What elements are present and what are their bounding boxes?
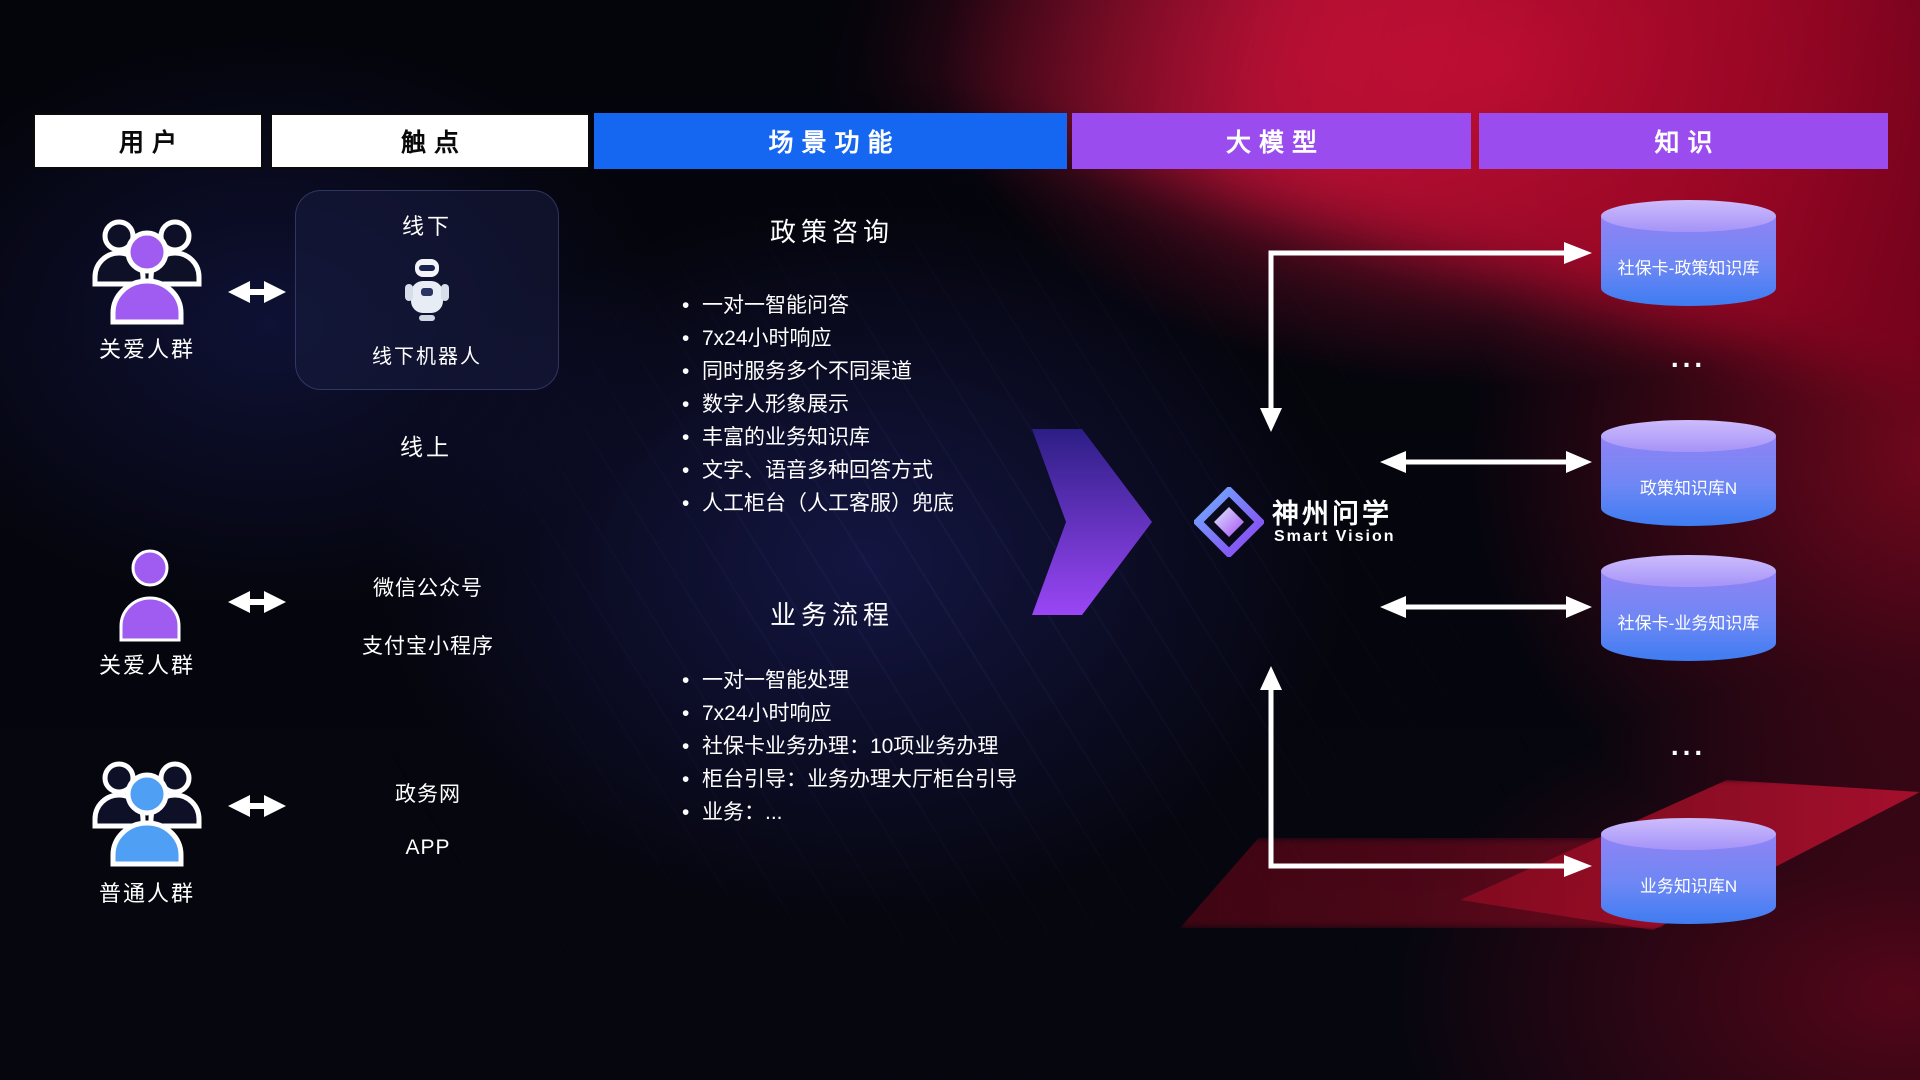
header-model: 大模型 — [1072, 113, 1471, 169]
business-process-title: 业务流程 — [769, 600, 894, 630]
robot-icon — [405, 258, 449, 321]
header-users: 用户 — [33, 113, 263, 169]
list-item: 业务：... — [676, 796, 1116, 829]
online-title: 线上 — [400, 434, 452, 460]
knowledge-ellipsis: ... — [1670, 342, 1707, 373]
smart-vision-logo-icon — [1194, 487, 1264, 557]
knowledge-db-label: 社保卡-业务知识库 — [1617, 613, 1760, 633]
header-scenarios: 场景功能 — [594, 113, 1067, 169]
list-item: 一对一智能问答 — [676, 289, 1116, 322]
knowledge-ellipsis: ... — [1670, 730, 1707, 761]
knowledge-db-policy-ssc: 社保卡-政策知识库 — [1601, 200, 1776, 312]
list-item: 7x24小时响应 — [676, 322, 1116, 355]
channel-alipay: 支付宝小程序 — [362, 635, 494, 658]
database-cylinder-icon — [1601, 555, 1776, 587]
policy-consult-title: 政策咨询 — [769, 217, 894, 247]
database-cylinder-icon — [1601, 420, 1776, 452]
offline-title: 线下 — [401, 214, 452, 239]
list-item: 一对一智能处理 — [676, 664, 1116, 697]
model-name: 神州问学 — [1272, 499, 1392, 529]
list-item: 7x24小时响应 — [676, 697, 1116, 730]
list-item: 社保卡业务办理：10项业务办理 — [676, 730, 1116, 763]
knowledge-db-label: 业务知识库N — [1639, 876, 1738, 896]
list-item: 数字人形象展示 — [676, 388, 1116, 421]
list-item: 人工柜台（人工客服）兜底 — [676, 487, 1116, 520]
single-person-purple-icon — [119, 549, 181, 642]
header-knowledge: 知识 — [1479, 113, 1888, 169]
list-item: 同时服务多个不同渠道 — [676, 355, 1116, 388]
database-cylinder-icon — [1601, 818, 1776, 850]
list-item: 柜台引导：业务办理大厅柜台引导 — [676, 763, 1116, 796]
knowledge-db-business-ssc: 社保卡-业务知识库 — [1601, 555, 1776, 667]
group-people-blue-icon — [92, 761, 202, 867]
knowledge-db-label: 社保卡-政策知识库 — [1617, 258, 1760, 278]
user-group-label: 关爱人群 — [98, 337, 195, 362]
list-item: 文字、语音多种回答方式 — [676, 454, 1116, 487]
database-cylinder-icon — [1601, 200, 1776, 232]
channel-app: APP — [405, 836, 451, 859]
business-feature-list: 一对一智能处理 7x24小时响应 社保卡业务办理：10项业务办理 柜台引导：业务… — [676, 664, 1116, 829]
offline-touchpoint-card: 线下 线下机器人 — [295, 190, 559, 390]
channel-gov-web: 政务网 — [395, 783, 461, 806]
knowledge-db-label: 政策知识库N — [1639, 478, 1738, 498]
user-group-label: 普通人群 — [98, 881, 195, 906]
header-touchpoints: 触点 — [270, 113, 590, 169]
knowledge-db-policy-n: 政策知识库N — [1601, 420, 1776, 532]
list-item: 丰富的业务知识库 — [676, 421, 1116, 454]
user-group-label: 关爱人群 — [98, 653, 195, 678]
model-subtitle: Smart Vision — [1274, 528, 1396, 545]
knowledge-db-business-n: 业务知识库N — [1601, 818, 1776, 930]
offline-robot-label: 线下机器人 — [372, 346, 482, 368]
channel-wechat: 微信公众号 — [373, 577, 483, 600]
group-people-purple-icon — [92, 219, 202, 325]
policy-feature-list: 一对一智能问答 7x24小时响应 同时服务多个不同渠道 数字人形象展示 丰富的业… — [676, 289, 1116, 520]
